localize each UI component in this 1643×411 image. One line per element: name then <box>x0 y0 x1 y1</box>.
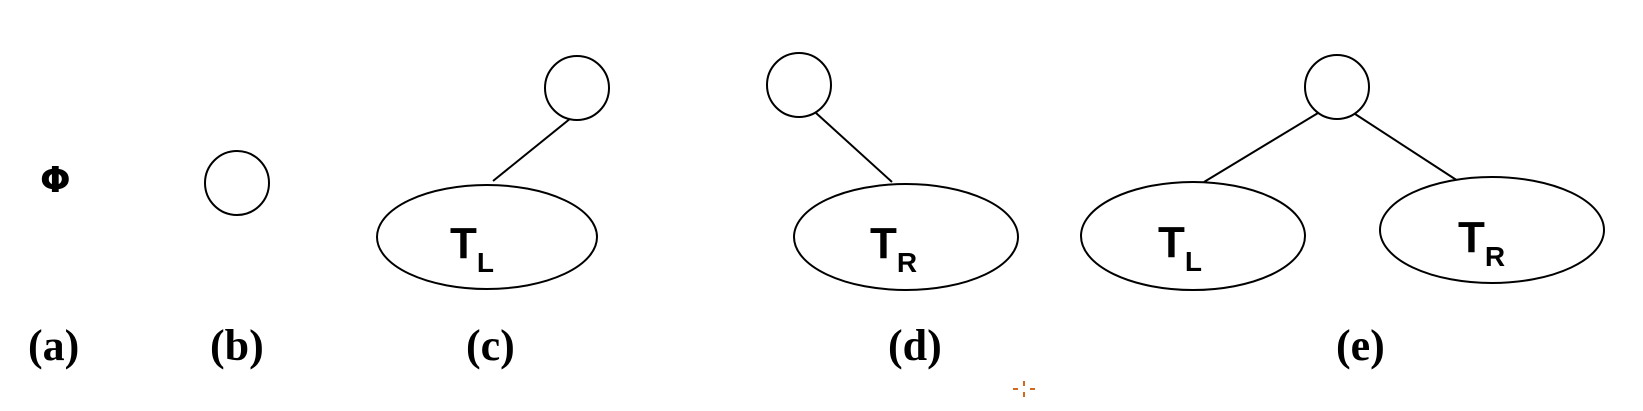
root-node <box>204 150 270 216</box>
case-b-single-node <box>204 150 270 216</box>
right-edge <box>815 112 893 183</box>
left-subtree-label: TL <box>450 219 494 278</box>
case-a-empty-tree: Φ <box>40 160 71 201</box>
case-e-both-subtrees: TL TR <box>1080 54 1605 291</box>
case-label-b: (b) <box>210 321 264 370</box>
left-subtree <box>1080 181 1306 291</box>
empty-tree-symbol: Φ <box>40 160 71 201</box>
case-c-left-subtree: TL <box>376 55 610 290</box>
crosshair-cursor-icon <box>1013 381 1035 397</box>
case-label-d: (d) <box>888 321 942 370</box>
case-label-e: (e) <box>1336 321 1385 370</box>
right-subtree <box>793 183 1019 291</box>
case-label-c: (c) <box>466 321 515 370</box>
left-edge <box>1203 109 1324 183</box>
root-node <box>1304 54 1370 120</box>
case-d-right-subtree: TR <box>766 52 1019 291</box>
right-subtree <box>1379 176 1605 284</box>
root-node <box>766 52 832 118</box>
right-subtree-label: TR <box>1458 213 1505 272</box>
right-subtree-label: TR <box>870 219 917 278</box>
case-label-a: (a) <box>28 321 79 370</box>
root-node <box>544 55 610 121</box>
left-edge <box>492 117 572 182</box>
right-edge <box>1351 111 1459 182</box>
left-subtree <box>376 184 598 290</box>
left-subtree-label: TL <box>1158 218 1202 277</box>
